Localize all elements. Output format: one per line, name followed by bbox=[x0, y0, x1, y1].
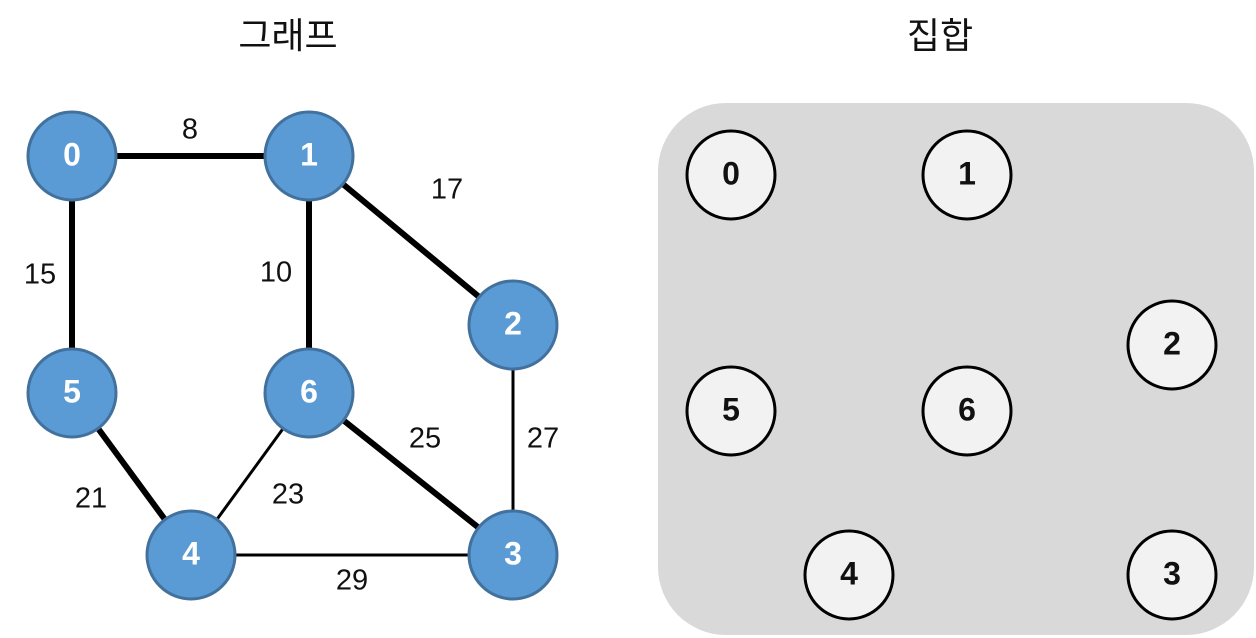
graph-node-label: 1 bbox=[300, 136, 318, 172]
set-element-label: 6 bbox=[958, 391, 976, 427]
set-element-2: 2 bbox=[1126, 299, 1218, 391]
graph-node-5: 5 bbox=[26, 347, 118, 439]
edge-weight-6-4: 23 bbox=[272, 479, 304, 511]
set-element-circle bbox=[685, 129, 777, 221]
graph-node-1: 1 bbox=[263, 110, 355, 202]
graph-node-label: 0 bbox=[63, 136, 81, 172]
set-element-circle bbox=[1126, 529, 1218, 621]
graph-node-circle bbox=[26, 110, 118, 202]
edge-weight-1-2: 17 bbox=[431, 174, 463, 206]
graph-node-circle bbox=[467, 279, 559, 371]
graph-node-circle bbox=[145, 509, 237, 601]
set-element-6: 6 bbox=[921, 365, 1013, 457]
edge-weight-0-5: 15 bbox=[24, 259, 56, 291]
set-element-circle bbox=[1126, 299, 1218, 391]
edge-weight-2-3: 27 bbox=[527, 423, 559, 455]
graph-node-0: 0 bbox=[26, 110, 118, 202]
edge-weight-0-1: 8 bbox=[182, 114, 198, 146]
set-element-label: 4 bbox=[840, 555, 858, 591]
set-element-1: 1 bbox=[921, 129, 1013, 221]
edge-weight-4-3: 29 bbox=[336, 565, 368, 597]
graph-node-label: 5 bbox=[63, 373, 81, 409]
graph-title: 그래프 bbox=[238, 16, 337, 57]
graph-node-circle bbox=[263, 347, 355, 439]
graph-node-circle bbox=[467, 509, 559, 601]
graph-node-2: 2 bbox=[467, 279, 559, 371]
edge-weight-1-6: 10 bbox=[260, 257, 292, 289]
set-element-circle bbox=[803, 529, 895, 621]
set-title: 집합 bbox=[907, 16, 973, 57]
graph-node-label: 6 bbox=[300, 373, 318, 409]
set-element-0: 0 bbox=[685, 129, 777, 221]
set-element-label: 5 bbox=[722, 391, 740, 427]
graph-node-circle bbox=[263, 110, 355, 202]
set-element-4: 4 bbox=[803, 529, 895, 621]
set-element-5: 5 bbox=[685, 365, 777, 457]
graph-node-circle bbox=[26, 347, 118, 439]
set-element-label: 1 bbox=[958, 155, 976, 191]
set-element-circle bbox=[921, 129, 1013, 221]
edge-weight-6-3: 25 bbox=[409, 423, 441, 455]
set-element-label: 2 bbox=[1163, 325, 1181, 361]
graph-node-label: 3 bbox=[504, 535, 522, 571]
set-element-circle bbox=[685, 365, 777, 457]
graph-node-3: 3 bbox=[467, 509, 559, 601]
set-element-3: 3 bbox=[1126, 529, 1218, 621]
edge-weight-5-4: 21 bbox=[75, 483, 107, 515]
graph-node-label: 4 bbox=[182, 535, 200, 571]
set-element-circle bbox=[921, 365, 1013, 457]
set-element-label: 3 bbox=[1163, 555, 1181, 591]
graph-node-4: 4 bbox=[145, 509, 237, 601]
set-elements: 0 1 2 5 6 4 3 bbox=[685, 129, 1218, 621]
graph-node-label: 2 bbox=[504, 305, 522, 341]
set-element-label: 0 bbox=[722, 155, 740, 191]
graph-node-6: 6 bbox=[263, 347, 355, 439]
